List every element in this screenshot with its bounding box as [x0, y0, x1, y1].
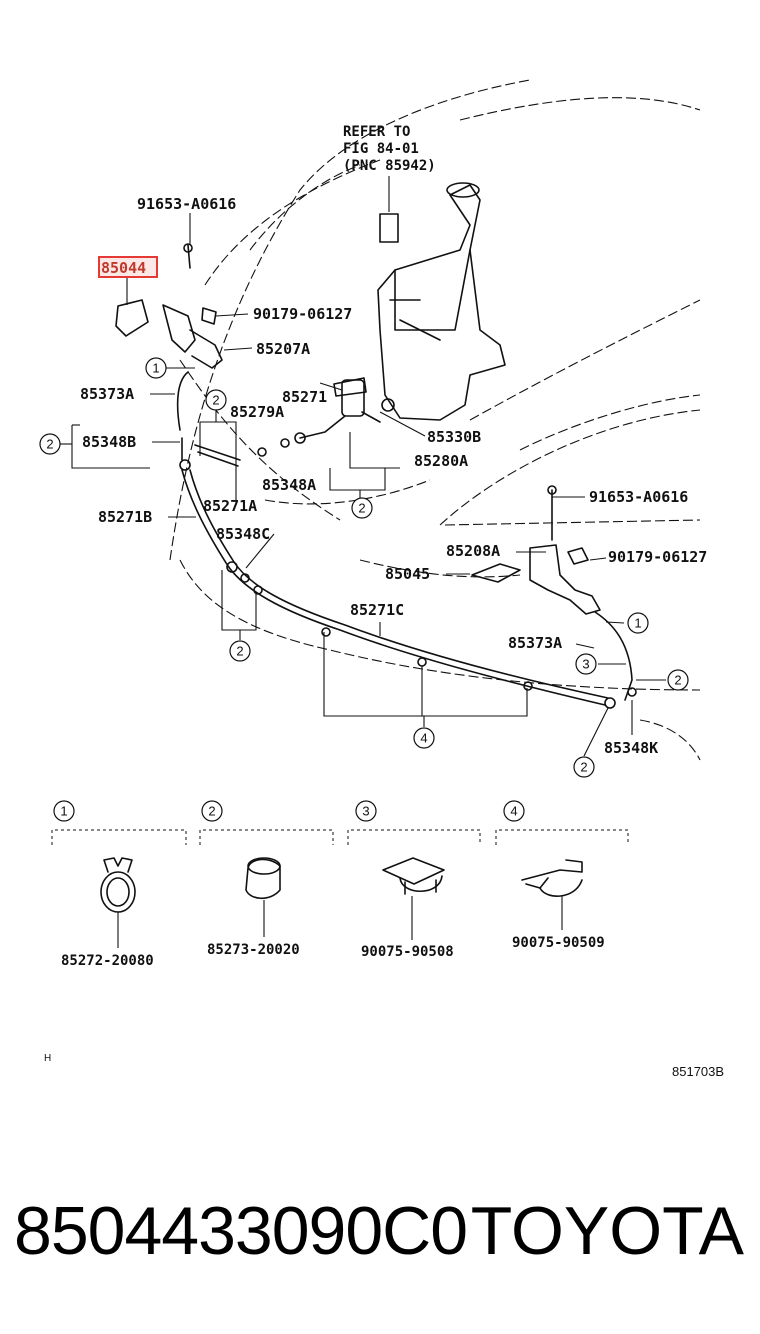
highlighted-part-85044[interactable]: 85044	[98, 256, 158, 278]
callout-3: 3	[582, 657, 589, 672]
callout-2: 2	[580, 760, 587, 775]
callout-circles: 1 2 2 2 2 4 1 3 2 2	[39, 357, 689, 778]
washer-pump	[280, 377, 395, 448]
part-label-85330B[interactable]: 85330B	[427, 428, 481, 446]
refer-note: REFER TO FIG 84-01 (PNC 85942)	[343, 124, 436, 212]
part-label-91653-top[interactable]: 91653-A0616	[137, 195, 236, 213]
part-label-85373A-left[interactable]: 85373A	[80, 385, 134, 403]
part-label-85280A[interactable]: 85280A	[414, 452, 468, 470]
legend-num-2: 2	[208, 804, 215, 819]
hose-clip-icon	[100, 857, 136, 913]
refer-note-line-3: (PNC 85942)	[343, 158, 436, 174]
hose-clamp-icon	[245, 857, 281, 900]
refer-note-line-2: FIG 84-01	[343, 141, 419, 157]
figure-code: 851703B	[672, 1064, 724, 1079]
footer-part-code: 8504433090C0	[14, 1193, 468, 1269]
vehicle-body-outline	[169, 79, 701, 761]
corner-mark: H	[44, 1053, 51, 1064]
callout-2: 2	[212, 393, 219, 408]
part-label-91653-right[interactable]: 91653-A0616	[589, 488, 688, 506]
part-label-85348A[interactable]: 85348A	[262, 476, 316, 494]
hose-clip-wide-icon	[521, 859, 583, 897]
part-label-85279A[interactable]: 85279A	[230, 403, 284, 421]
part-label-90179-top[interactable]: 90179-06127	[253, 305, 352, 323]
legend-num-4: 4	[510, 804, 517, 819]
part-labels: 91653-A0616 90179-06127 85207A 85373A 85…	[80, 195, 707, 757]
part-label-85208A[interactable]: 85208A	[446, 542, 500, 560]
footer-brand: TOYOTA	[470, 1193, 744, 1269]
leader-lines	[60, 213, 666, 757]
part-label-85207A[interactable]: 85207A	[256, 340, 310, 358]
legend-part-2[interactable]: 85273-20020	[207, 942, 300, 958]
washer-tank	[377, 182, 506, 421]
hose-clip-bracket-icon	[382, 857, 445, 895]
left-nozzle-assembly	[115, 243, 223, 369]
callout-2: 2	[236, 644, 243, 659]
callout-2: 2	[46, 437, 53, 452]
legend: 1 85272-20080 2 85273-20020 3 90075-9050…	[51, 800, 629, 969]
part-label-85373A-right[interactable]: 85373A	[508, 634, 562, 652]
callout-2: 2	[358, 501, 365, 516]
part-label-85348K[interactable]: 85348K	[604, 739, 658, 757]
part-label-85044[interactable]: 85044	[101, 259, 146, 277]
part-label-85271B[interactable]: 85271B	[98, 508, 152, 526]
legend-num-3: 3	[362, 804, 369, 819]
legend-part-1[interactable]: 85272-20080	[61, 953, 154, 969]
part-label-85348C[interactable]: 85348C	[216, 525, 270, 543]
legend-part-3[interactable]: 90075-90508	[361, 944, 454, 960]
legend-part-4[interactable]: 90075-90509	[512, 935, 605, 951]
legend-num-1: 1	[60, 804, 67, 819]
washer-hoses	[176, 371, 637, 709]
callout-4: 4	[420, 731, 427, 746]
refer-note-line-1: REFER TO	[343, 124, 410, 140]
part-label-85271[interactable]: 85271	[282, 388, 327, 406]
part-label-90179-right[interactable]: 90179-06127	[608, 548, 707, 566]
callout-1: 1	[634, 616, 641, 631]
callout-2: 2	[674, 673, 681, 688]
part-label-85348B[interactable]: 85348B	[82, 433, 136, 451]
right-nozzle-assembly	[471, 485, 601, 615]
part-label-85045[interactable]: 85045	[385, 565, 430, 583]
part-label-85271C[interactable]: 85271C	[350, 601, 404, 619]
callout-1: 1	[152, 361, 159, 376]
part-label-85271A[interactable]: 85271A	[203, 497, 257, 515]
